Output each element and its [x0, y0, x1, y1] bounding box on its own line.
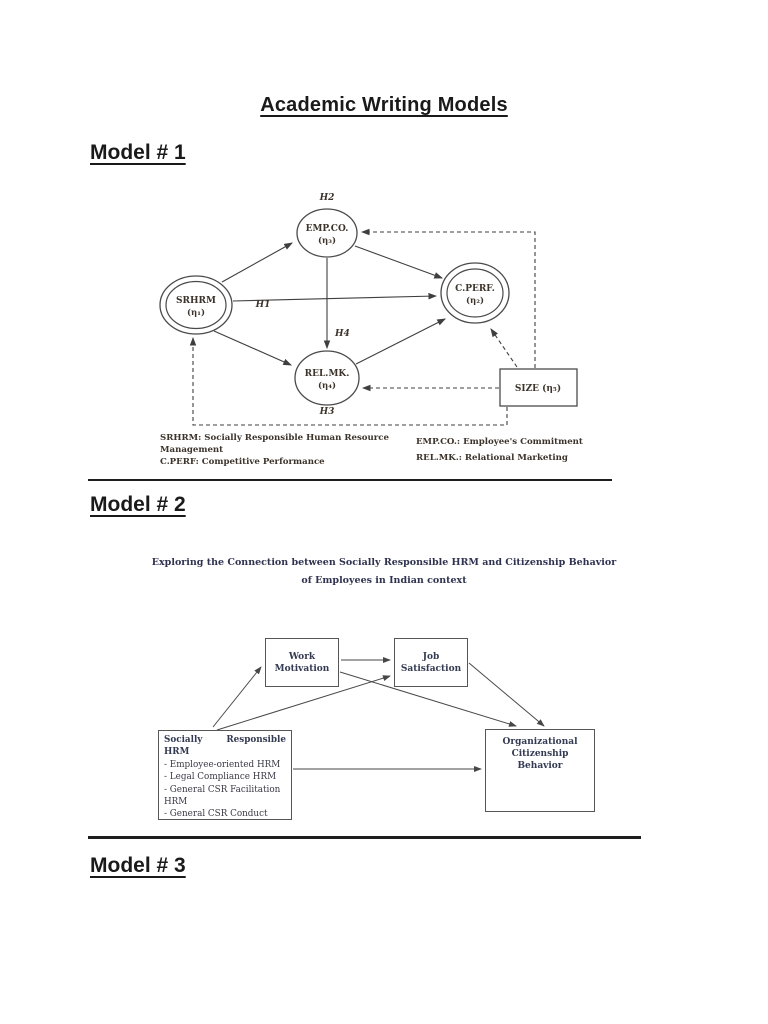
box-label-line: Job: [422, 651, 440, 662]
arrow-srhrm-to-jobsatisfaction: [216, 675, 391, 731]
arrow-srhrm-to-cperf-h1: [232, 292, 438, 302]
model-2-figure: Work Motivation Job Satisfaction Organiz…: [150, 630, 620, 832]
model-1-legend-left: SRHRM: Socially Responsible Human Resour…: [160, 432, 390, 468]
label-h2: H2: [319, 193, 335, 203]
arrow-empco-to-cperf: [354, 245, 444, 279]
legend-line: EMP.CO.: Employee's Commitment: [416, 437, 583, 447]
bold-word: Responsible: [226, 735, 286, 745]
box-label-line: Behavior: [517, 761, 563, 771]
node-empco-eta: (η₃): [318, 235, 336, 246]
box-socially-responsible-hrm: Socially Responsible HRM - Employee-orie…: [158, 730, 292, 820]
dashed-arrow-size-to-cperf: [490, 328, 518, 368]
node-cperf-inner-ellipse: [446, 268, 504, 318]
dashed-arrow-size-to-srhrm: [189, 336, 508, 426]
label-h4: H4: [334, 329, 350, 339]
box-label-line: Motivation: [274, 663, 330, 674]
node-srhrm-inner-ellipse: [165, 280, 227, 330]
box-label-line: Satisfaction: [400, 663, 462, 674]
list-item: HRM: [164, 797, 188, 808]
node-size-label: SIZE (η₅): [515, 383, 561, 394]
box-label-line: Socially Responsible: [164, 734, 286, 746]
model-1-diagram: SRHRM (η₁) EMP.CO. (η₃) C.PERF. (η₂) REL…: [159, 193, 578, 426]
node-relmk-label: REL.MK.: [305, 369, 350, 379]
model-1-legend-right: EMP.CO.: Employee's Commitment REL.MK.: …: [416, 435, 596, 466]
node-empco-label: EMP.CO.: [306, 224, 349, 234]
list-item: - General CSR Facilitation: [164, 784, 281, 795]
label-h3: H3: [319, 407, 335, 417]
arrow-relmk-to-cperf: [355, 318, 446, 365]
heading-model-3: Model # 3: [90, 854, 186, 877]
heading-model-2: Model # 2: [90, 493, 186, 516]
arrow-workmotivation-to-ocb: [339, 671, 517, 727]
box-organizational-citizenship-behavior: Organizational Citizenship Behavior: [485, 729, 595, 812]
dashed-arrow-size-to-empco: [360, 228, 536, 368]
node-srhrm-label: SRHRM: [176, 296, 216, 306]
node-relmk-ellipse: [294, 350, 360, 406]
legend-line: SRHRM: Socially Responsible Human Resour…: [160, 433, 390, 443]
separator-under-model-2: [88, 836, 641, 839]
legend-line: Management: [160, 445, 224, 455]
box-job-satisfaction: Job Satisfaction: [394, 638, 468, 687]
model-1-figure: SRHRM (η₁) EMP.CO. (η₃) C.PERF. (η₂) REL…: [150, 185, 590, 477]
node-empco-ellipse: [296, 208, 358, 258]
list-item: - Legal Compliance HRM: [164, 772, 277, 783]
arrow-srhrm-to-workmotivation: [212, 666, 262, 728]
list-item: - Employee-oriented HRM: [164, 759, 281, 770]
model-2-figure-title-line1: Exploring the Connection between Sociall…: [151, 557, 617, 568]
separator-under-model-1: [88, 479, 612, 481]
arrow-srhrm-to-empco: [221, 242, 293, 283]
model-2-figure-title-line2: of Employees in Indian context: [301, 575, 467, 586]
list-item: - General CSR Conduct: [164, 809, 268, 820]
legend-line: REL.MK.: Relational Marketing: [416, 452, 568, 463]
arrow-jobsatisfaction-to-ocb: [468, 662, 545, 727]
box-label-line: Citizenship: [511, 749, 569, 759]
box-label-line: Work: [288, 651, 316, 662]
node-size-rect: [499, 368, 578, 407]
box-label-line: HRM: [164, 747, 190, 758]
node-srhrm-eta: (η₁): [187, 307, 205, 318]
node-cperf-label: C.PERF.: [455, 284, 495, 294]
arrow-srhrm-to-relmk: [213, 330, 293, 366]
legend-line: C.PERF: Competitive Performance: [160, 457, 325, 467]
node-cperf-eta: (η₂): [466, 295, 484, 306]
page-title: Academic Writing Models: [260, 94, 508, 116]
box-label-line: Organizational: [502, 737, 578, 747]
bold-word: Socially: [164, 735, 203, 745]
model-2-diagram: [212, 657, 545, 772]
label-h1: H1: [255, 300, 271, 310]
box-work-motivation: Work Motivation: [265, 638, 339, 687]
heading-model-1: Model # 1: [90, 141, 186, 164]
node-relmk-eta: (η₄): [318, 380, 336, 391]
